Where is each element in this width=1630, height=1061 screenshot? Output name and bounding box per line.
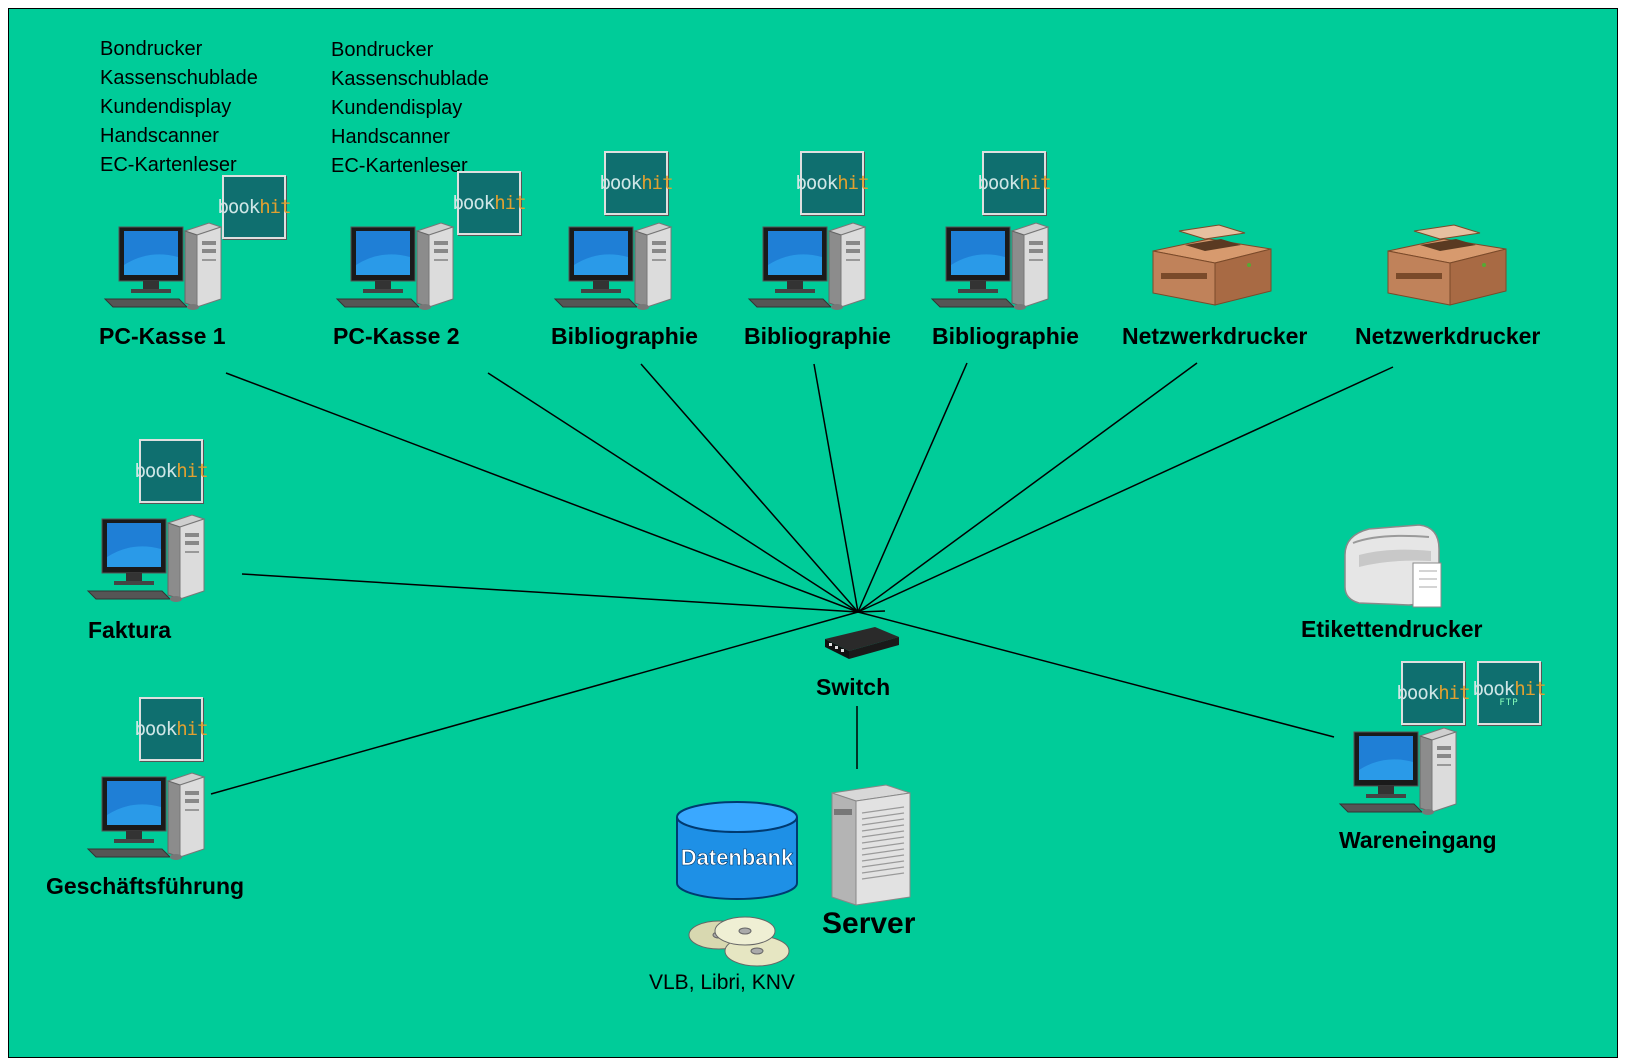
node-label-geschaeftsfuehrung: Geschäftsführung [46,873,245,899]
node-label-etikettendrucker: Etikettendrucker [1301,616,1483,642]
desktop-pc-icon [331,219,461,316]
node-label-wareneingang: Wareneingang [1339,827,1497,853]
peripheral-item: Kassenschublade [331,68,489,90]
desktop-pc-icon [1334,724,1464,821]
peripherals-list-kasse-2: Bondrucker Kassenschublade Kundendisplay… [331,36,489,181]
node-label-netzwerkdrucker-1: Netzwerkdrucker [1122,323,1308,349]
cd-sources-label: VLB, Libri, KNV [649,971,795,994]
connection-line [857,362,968,613]
bookhit-logo-icon: bookhit [599,151,674,215]
printer-icon [1384,217,1510,314]
node-label-faktura: Faktura [88,617,172,643]
node-label-pc-kasse-2: PC-Kasse 2 [333,323,460,349]
node-label-netzwerkdrucker-2: Netzwerkdrucker [1355,323,1541,349]
bookhit-logo-icon: bookhit [217,175,292,239]
server-tower-icon [831,784,911,906]
connection-line [487,372,859,613]
peripheral-item: EC-Kartenleser [100,154,237,176]
node-label-bibliographie-1: Bibliographie [551,323,698,349]
desktop-pc-icon [549,219,679,316]
connection-line [225,372,859,613]
peripheral-item: Kundendisplay [331,97,463,119]
desktop-pc-icon [82,511,212,608]
desktop-pc-icon [926,219,1056,316]
desktop-pc-icon [743,219,873,316]
peripheral-item: Bondrucker [331,39,434,61]
node-label-bibliographie-3: Bibliographie [932,323,1079,349]
connection-lines [210,362,1394,795]
bookhit-logo-icon: bookhit [977,151,1052,215]
connection-line [857,611,1335,738]
desktop-pc-icon [99,219,229,316]
desktop-pc-icon [82,769,212,866]
connection-line [857,362,1198,613]
bookhit-logo-icon: bookhit [134,439,209,503]
node-label-pc-kasse-1: PC-Kasse 1 [99,323,226,349]
peripherals-list-kasse-1: Bondrucker Kassenschublade Kundendisplay… [100,35,258,180]
bookhit-logo-icon: bookhit [1396,661,1471,725]
connection-line [813,363,859,613]
peripheral-item: EC-Kartenleser [331,155,468,177]
bookhit-logo-icon: bookhit [134,697,209,761]
connection-line [857,610,886,613]
connection-line [857,366,1394,613]
peripheral-item: Bondrucker [100,38,203,60]
peripheral-item: Handscanner [331,126,450,148]
database-icon: Datenbank [676,801,798,900]
node-label-server: Server [822,907,916,940]
bookhit-logo-icon: bookhit [795,151,870,215]
connection-line [241,573,859,613]
switch-icon [825,627,899,659]
bookhit-logo-icon: bookhit [452,171,527,235]
connection-line [210,611,859,795]
node-label-switch: Switch [816,674,891,700]
peripheral-item: Handscanner [100,125,219,147]
node-label-bibliographie-2: Bibliographie [744,323,891,349]
network-diagram: Bondrucker Kassenschublade Kundendisplay… [8,8,1618,1058]
peripheral-item: Kassenschublade [100,67,258,89]
peripheral-item: Kundendisplay [100,96,232,118]
cd-stack-icon [688,916,790,967]
printer-icon [1149,217,1275,314]
label-printer-icon [1344,524,1442,608]
connection-line [640,363,859,613]
database-label: Datenbank [681,845,794,870]
